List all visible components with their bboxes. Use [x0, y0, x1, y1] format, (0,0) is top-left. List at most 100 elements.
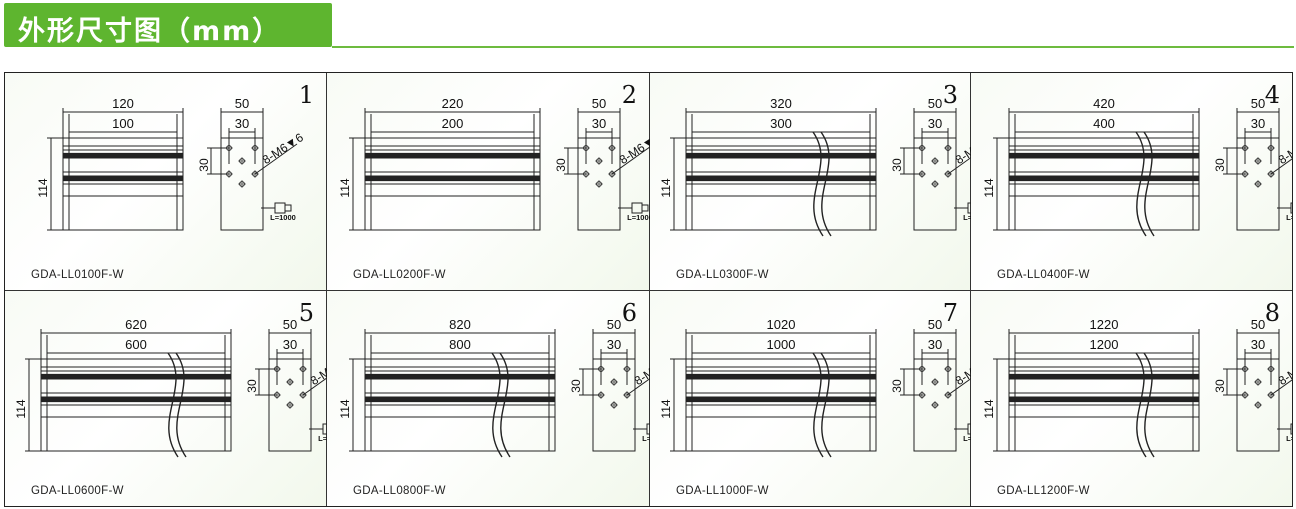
profile-band: [686, 154, 876, 158]
connector-body: [967, 423, 971, 435]
vertical-hole-label: 30: [1213, 158, 1227, 172]
panel-number: 4: [1264, 81, 1280, 109]
side-body-outline: [268, 358, 312, 452]
panel-number: 6: [621, 299, 637, 327]
side-body-outline: [592, 358, 636, 452]
hole-spacing-label: 30: [1251, 337, 1265, 352]
front-view: [25, 329, 232, 458]
outer-length-label: 1020: [767, 317, 796, 332]
profile-band: [686, 176, 876, 180]
side-width-label: 50: [1251, 317, 1265, 332]
thread-label: 8-M6▼6: [1276, 130, 1292, 167]
connector-tip: [284, 204, 292, 212]
connector-body: [967, 202, 971, 214]
drawing-panel: 7GDA-LL1000F-W102010001145030308-M6▼6L=1…: [650, 291, 971, 506]
cable-length-label: L=1000: [642, 434, 650, 443]
side-body-outline: [913, 137, 957, 231]
panel-number: 5: [298, 299, 314, 327]
thread-label: 8-M6▼6: [260, 130, 306, 167]
outer-length-label: 120: [112, 96, 134, 111]
panel-number: 7: [942, 299, 958, 327]
break-line: [499, 352, 511, 458]
profile-band: [686, 375, 876, 379]
profile-band: [41, 397, 231, 401]
break-line: [820, 352, 832, 458]
vertical-hole-label: 30: [890, 158, 904, 172]
profile-band: [365, 397, 555, 401]
outer-length-label: 1220: [1090, 317, 1119, 332]
break-line: [820, 131, 832, 237]
model-label: GDA-LL0400F-W: [997, 269, 1090, 281]
break-line: [1135, 352, 1147, 458]
profile-band: [365, 375, 555, 379]
break-line: [175, 352, 187, 458]
break-line: [812, 131, 824, 237]
inner-length-label: 200: [442, 116, 464, 131]
leader-line: [254, 143, 298, 175]
height-label: 114: [36, 178, 50, 197]
panel-number: 1: [298, 81, 314, 109]
drawing-panel: 4GDA-LL0400F-W4204001145030308-M6▼6L=100…: [971, 73, 1292, 291]
hole-spacing-label: 30: [283, 337, 297, 352]
side-view: [207, 108, 298, 231]
height-label: 114: [659, 178, 673, 197]
hole-spacing-label: 30: [607, 337, 621, 352]
connector-body: [1290, 202, 1292, 214]
connector-body: [322, 423, 327, 435]
side-width-label: 50: [283, 317, 297, 332]
side-body-outline: [220, 137, 264, 231]
height-label: 114: [982, 399, 996, 418]
model-label: GDA-LL1200F-W: [997, 485, 1090, 497]
model-label: GDA-LL0300F-W: [676, 269, 769, 281]
drawing-panel: 6GDA-LL0800F-W8208001145030308-M6▼6L=100…: [327, 291, 650, 506]
leader-line: [611, 146, 650, 175]
model-label: GDA-LL0600F-W: [31, 485, 124, 497]
cable-length-label: L=1000: [963, 213, 971, 222]
side-width-label: 50: [592, 96, 606, 111]
profile-band: [1009, 375, 1199, 379]
cable-length-label: L=1000: [963, 434, 971, 443]
panel-number: 2: [621, 81, 637, 109]
leader-line: [1270, 379, 1292, 396]
hole-spacing-label: 30: [235, 116, 249, 131]
break-line: [812, 352, 824, 458]
leader-line: [1270, 158, 1292, 175]
thread-label: 8-M6▼6: [617, 130, 650, 167]
connector-body: [631, 202, 643, 214]
vertical-hole-label: 30: [245, 379, 259, 393]
cable-length-label: L=1000: [1286, 434, 1292, 443]
profile-band: [365, 176, 540, 180]
model-label: GDA-LL0800F-W: [353, 485, 446, 497]
profile-band: [1009, 154, 1199, 158]
side-width-label: 50: [607, 317, 621, 332]
front-view: [349, 329, 556, 458]
front-view: [670, 329, 877, 458]
cable-length-label: L=1000: [270, 213, 296, 222]
vertical-hole-label: 30: [569, 379, 583, 393]
height-label: 114: [982, 178, 996, 197]
leader-line: [626, 377, 650, 396]
height-label: 114: [14, 399, 28, 418]
side-view: [900, 329, 971, 452]
panel-number: 8: [1264, 299, 1280, 327]
profile-band: [1009, 397, 1199, 401]
side-body-outline: [577, 137, 621, 231]
inner-length-label: 100: [112, 116, 134, 131]
vertical-hole-label: 30: [1213, 379, 1227, 393]
profile-band: [63, 176, 183, 180]
front-view: [670, 108, 877, 237]
inner-length-label: 1200: [1090, 337, 1119, 352]
break-line: [491, 352, 503, 458]
outer-length-label: 620: [125, 317, 147, 332]
